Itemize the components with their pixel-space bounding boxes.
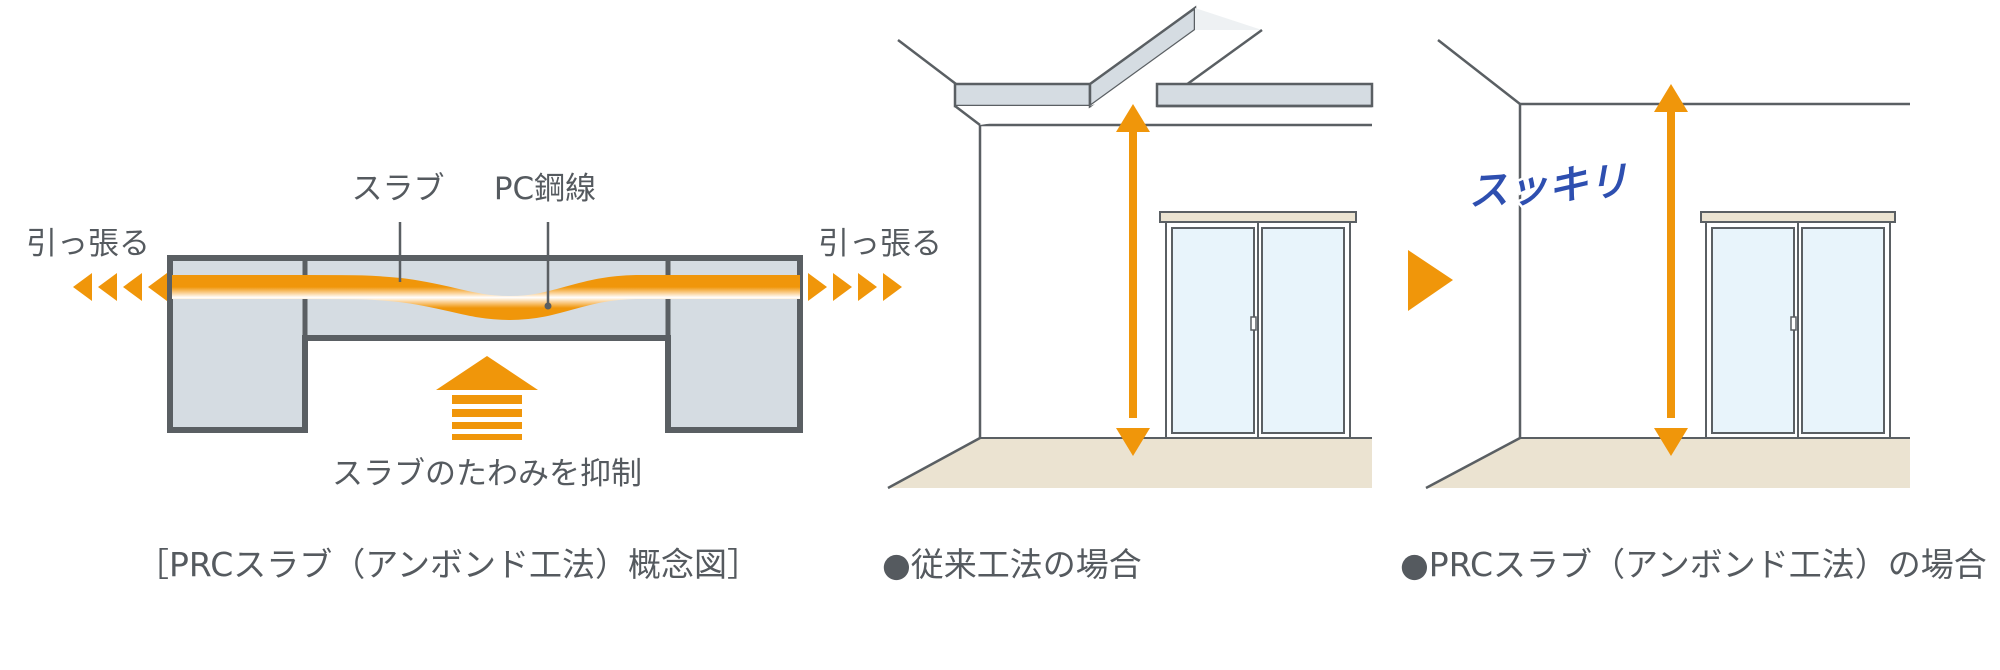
pull-label-left: 引っ張る xyxy=(26,226,150,262)
ceiling-height-arrow-icon xyxy=(1654,84,1688,456)
concept-diagram: スラブ PC鋼線 引っ張る 引っ張る スラブのたわみを抑制 ［PRCス xyxy=(26,171,942,584)
pull-arrows-right-icon xyxy=(808,273,902,301)
pc-wire-icon xyxy=(172,275,800,321)
pull-label-right: 引っ張る xyxy=(818,226,942,262)
prc-caption: ●PRCスラブ（アンボンド工法）の場合 xyxy=(1400,545,1987,584)
concept-caption: ［PRCスラブ（アンボンド工法）概念図］ xyxy=(136,545,760,584)
transition-arrow-icon xyxy=(1408,250,1453,311)
slab-label: スラブ xyxy=(352,171,445,207)
floor xyxy=(1426,438,1910,488)
sukkiri-badge: スッキリ xyxy=(1467,158,1630,215)
upward-arrow-icon xyxy=(436,356,538,440)
conventional-caption: ●従来工法の場合 xyxy=(882,545,1142,584)
ceiling-beam xyxy=(953,5,1374,126)
sliding-door xyxy=(1159,211,1357,439)
suppress-label: スラブのたわみを抑制 xyxy=(332,456,642,492)
prc-room: スッキリ ●PRCスラブ（アンボンド工法）の場合 xyxy=(1400,39,1987,584)
pull-arrows-left-icon xyxy=(73,273,167,301)
sliding-door xyxy=(1700,211,1896,439)
conventional-room: ●従来工法の場合 xyxy=(882,5,1374,584)
pc-wire-label: PC鋼線 xyxy=(494,171,596,207)
floor xyxy=(888,438,1372,488)
ceiling-height-arrow-icon xyxy=(1116,104,1150,456)
